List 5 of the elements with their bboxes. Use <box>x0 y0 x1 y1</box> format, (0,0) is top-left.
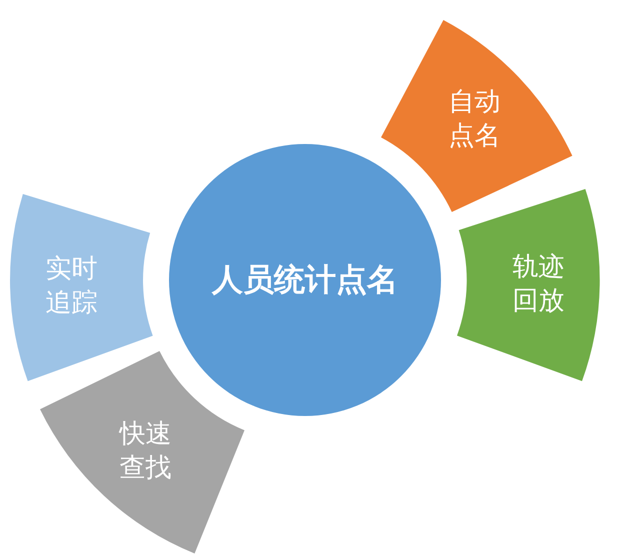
segment-label: 实时追踪 <box>44 253 99 320</box>
segment-label: 轨迹回放 <box>511 251 566 318</box>
center-title: 人员统计点名 <box>212 261 398 300</box>
segment-label: 快速查找 <box>118 418 173 485</box>
segment-label: 自动点名 <box>447 86 502 154</box>
